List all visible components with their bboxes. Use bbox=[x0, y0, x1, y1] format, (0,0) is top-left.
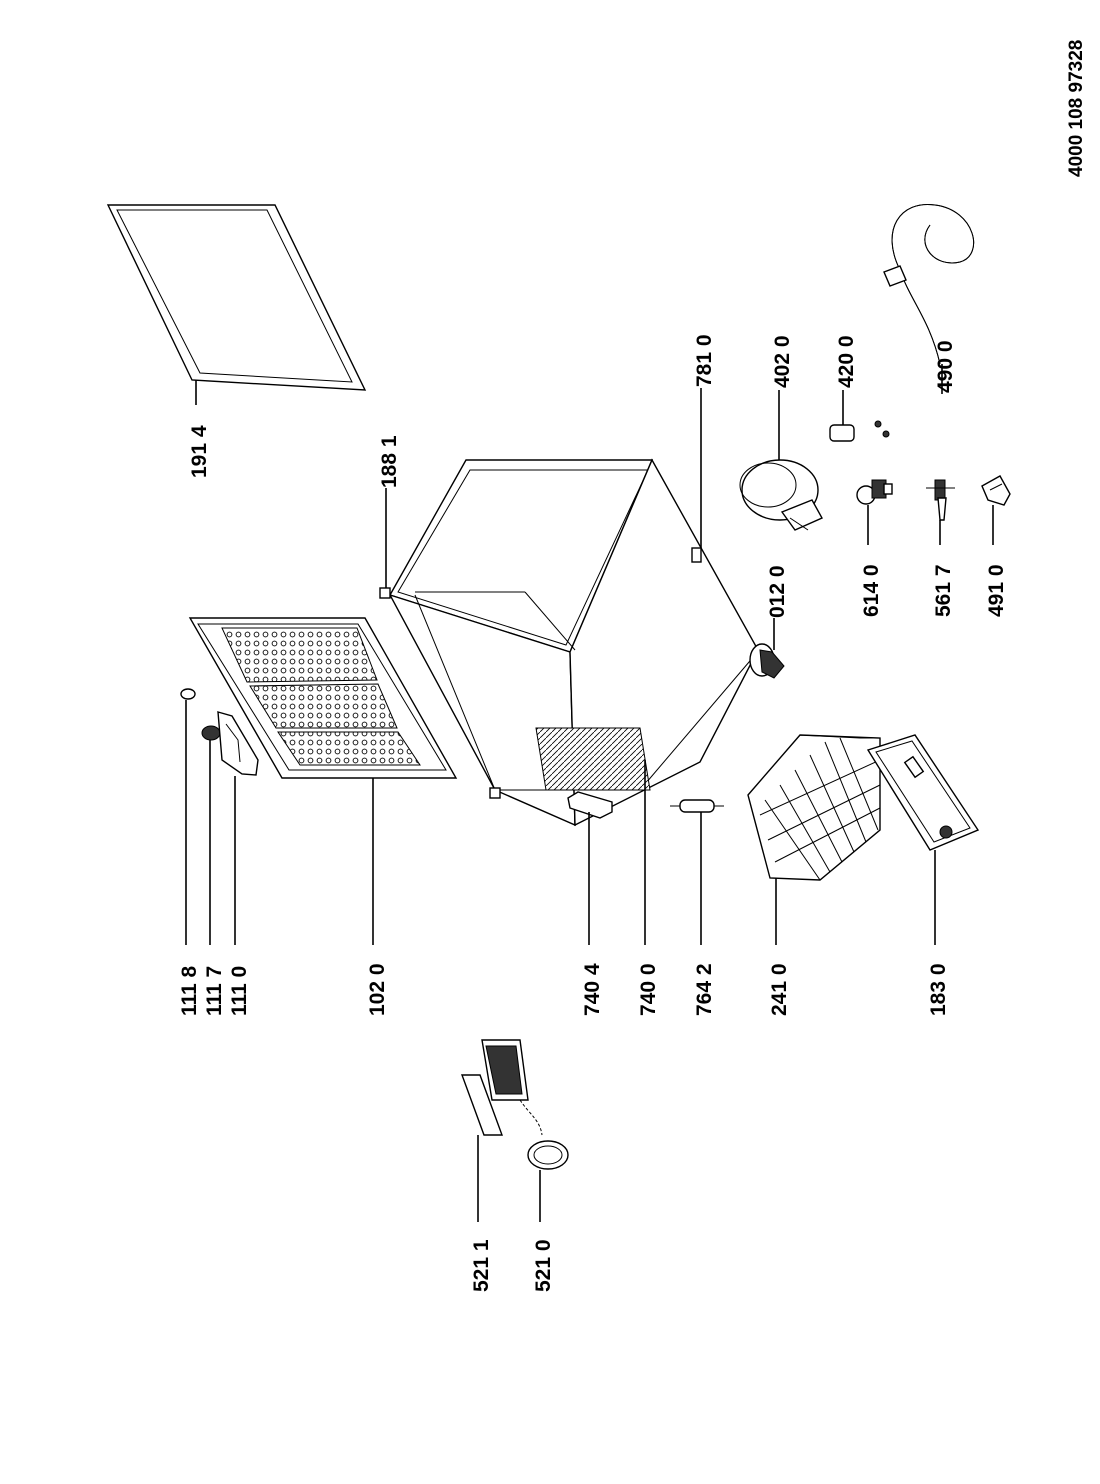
lid-part bbox=[188, 617, 458, 779]
part-label-1117: 111 7 bbox=[203, 966, 226, 1016]
part-label-6140: 614 0 bbox=[860, 564, 883, 617]
part-label-7404: 740 4 bbox=[581, 963, 604, 1016]
document-number: 4000 108 97328 bbox=[1066, 40, 1087, 177]
part-label-1881: 188 1 bbox=[378, 435, 401, 488]
part-label-7400: 740 0 bbox=[637, 963, 660, 1016]
part-label-2410: 241 0 bbox=[768, 963, 791, 1016]
part-label-4910: 491 0 bbox=[985, 564, 1008, 617]
part-label-5211: 521 1 bbox=[470, 1239, 493, 1292]
part-label-1110: 111 0 bbox=[228, 966, 251, 1016]
handle-plate-part bbox=[217, 711, 259, 776]
part-label-5210: 521 0 bbox=[532, 1239, 555, 1292]
part-label-1830: 183 0 bbox=[927, 963, 950, 1016]
cord-clip-part bbox=[981, 475, 1011, 506]
hinge-part bbox=[749, 643, 785, 679]
power-cord-part bbox=[883, 203, 975, 365]
part-label-4200: 420 0 bbox=[835, 335, 858, 388]
cabinet-body-part bbox=[379, 458, 759, 827]
base-plate-part bbox=[866, 734, 980, 851]
drier-filter-part bbox=[670, 799, 724, 813]
thermostat-part bbox=[856, 479, 893, 505]
thermostat-bracket-part bbox=[926, 479, 955, 521]
part-label-4900: 490 0 bbox=[934, 340, 957, 393]
electronic-module-part bbox=[460, 1039, 569, 1170]
lid-gasket-part bbox=[106, 204, 367, 391]
part-label-1118: 111 8 bbox=[178, 965, 201, 1016]
part-label-5617: 561 7 bbox=[932, 564, 955, 617]
light-holder-part bbox=[201, 725, 221, 741]
compressor-part bbox=[739, 459, 823, 531]
part-label-1914: 191 4 bbox=[188, 425, 211, 478]
part-label-4020: 402 0 bbox=[771, 335, 794, 388]
light-cover-part bbox=[180, 688, 196, 700]
part-label-1020: 102 0 bbox=[366, 963, 389, 1016]
wire-basket-part bbox=[747, 734, 881, 881]
part-label-0120: 012 0 bbox=[766, 565, 789, 618]
hinge-bracket-part bbox=[567, 791, 613, 819]
part-label-7642: 764 2 bbox=[693, 963, 716, 1016]
part-label-7810: 781 0 bbox=[693, 334, 716, 387]
relay-part bbox=[829, 420, 890, 442]
